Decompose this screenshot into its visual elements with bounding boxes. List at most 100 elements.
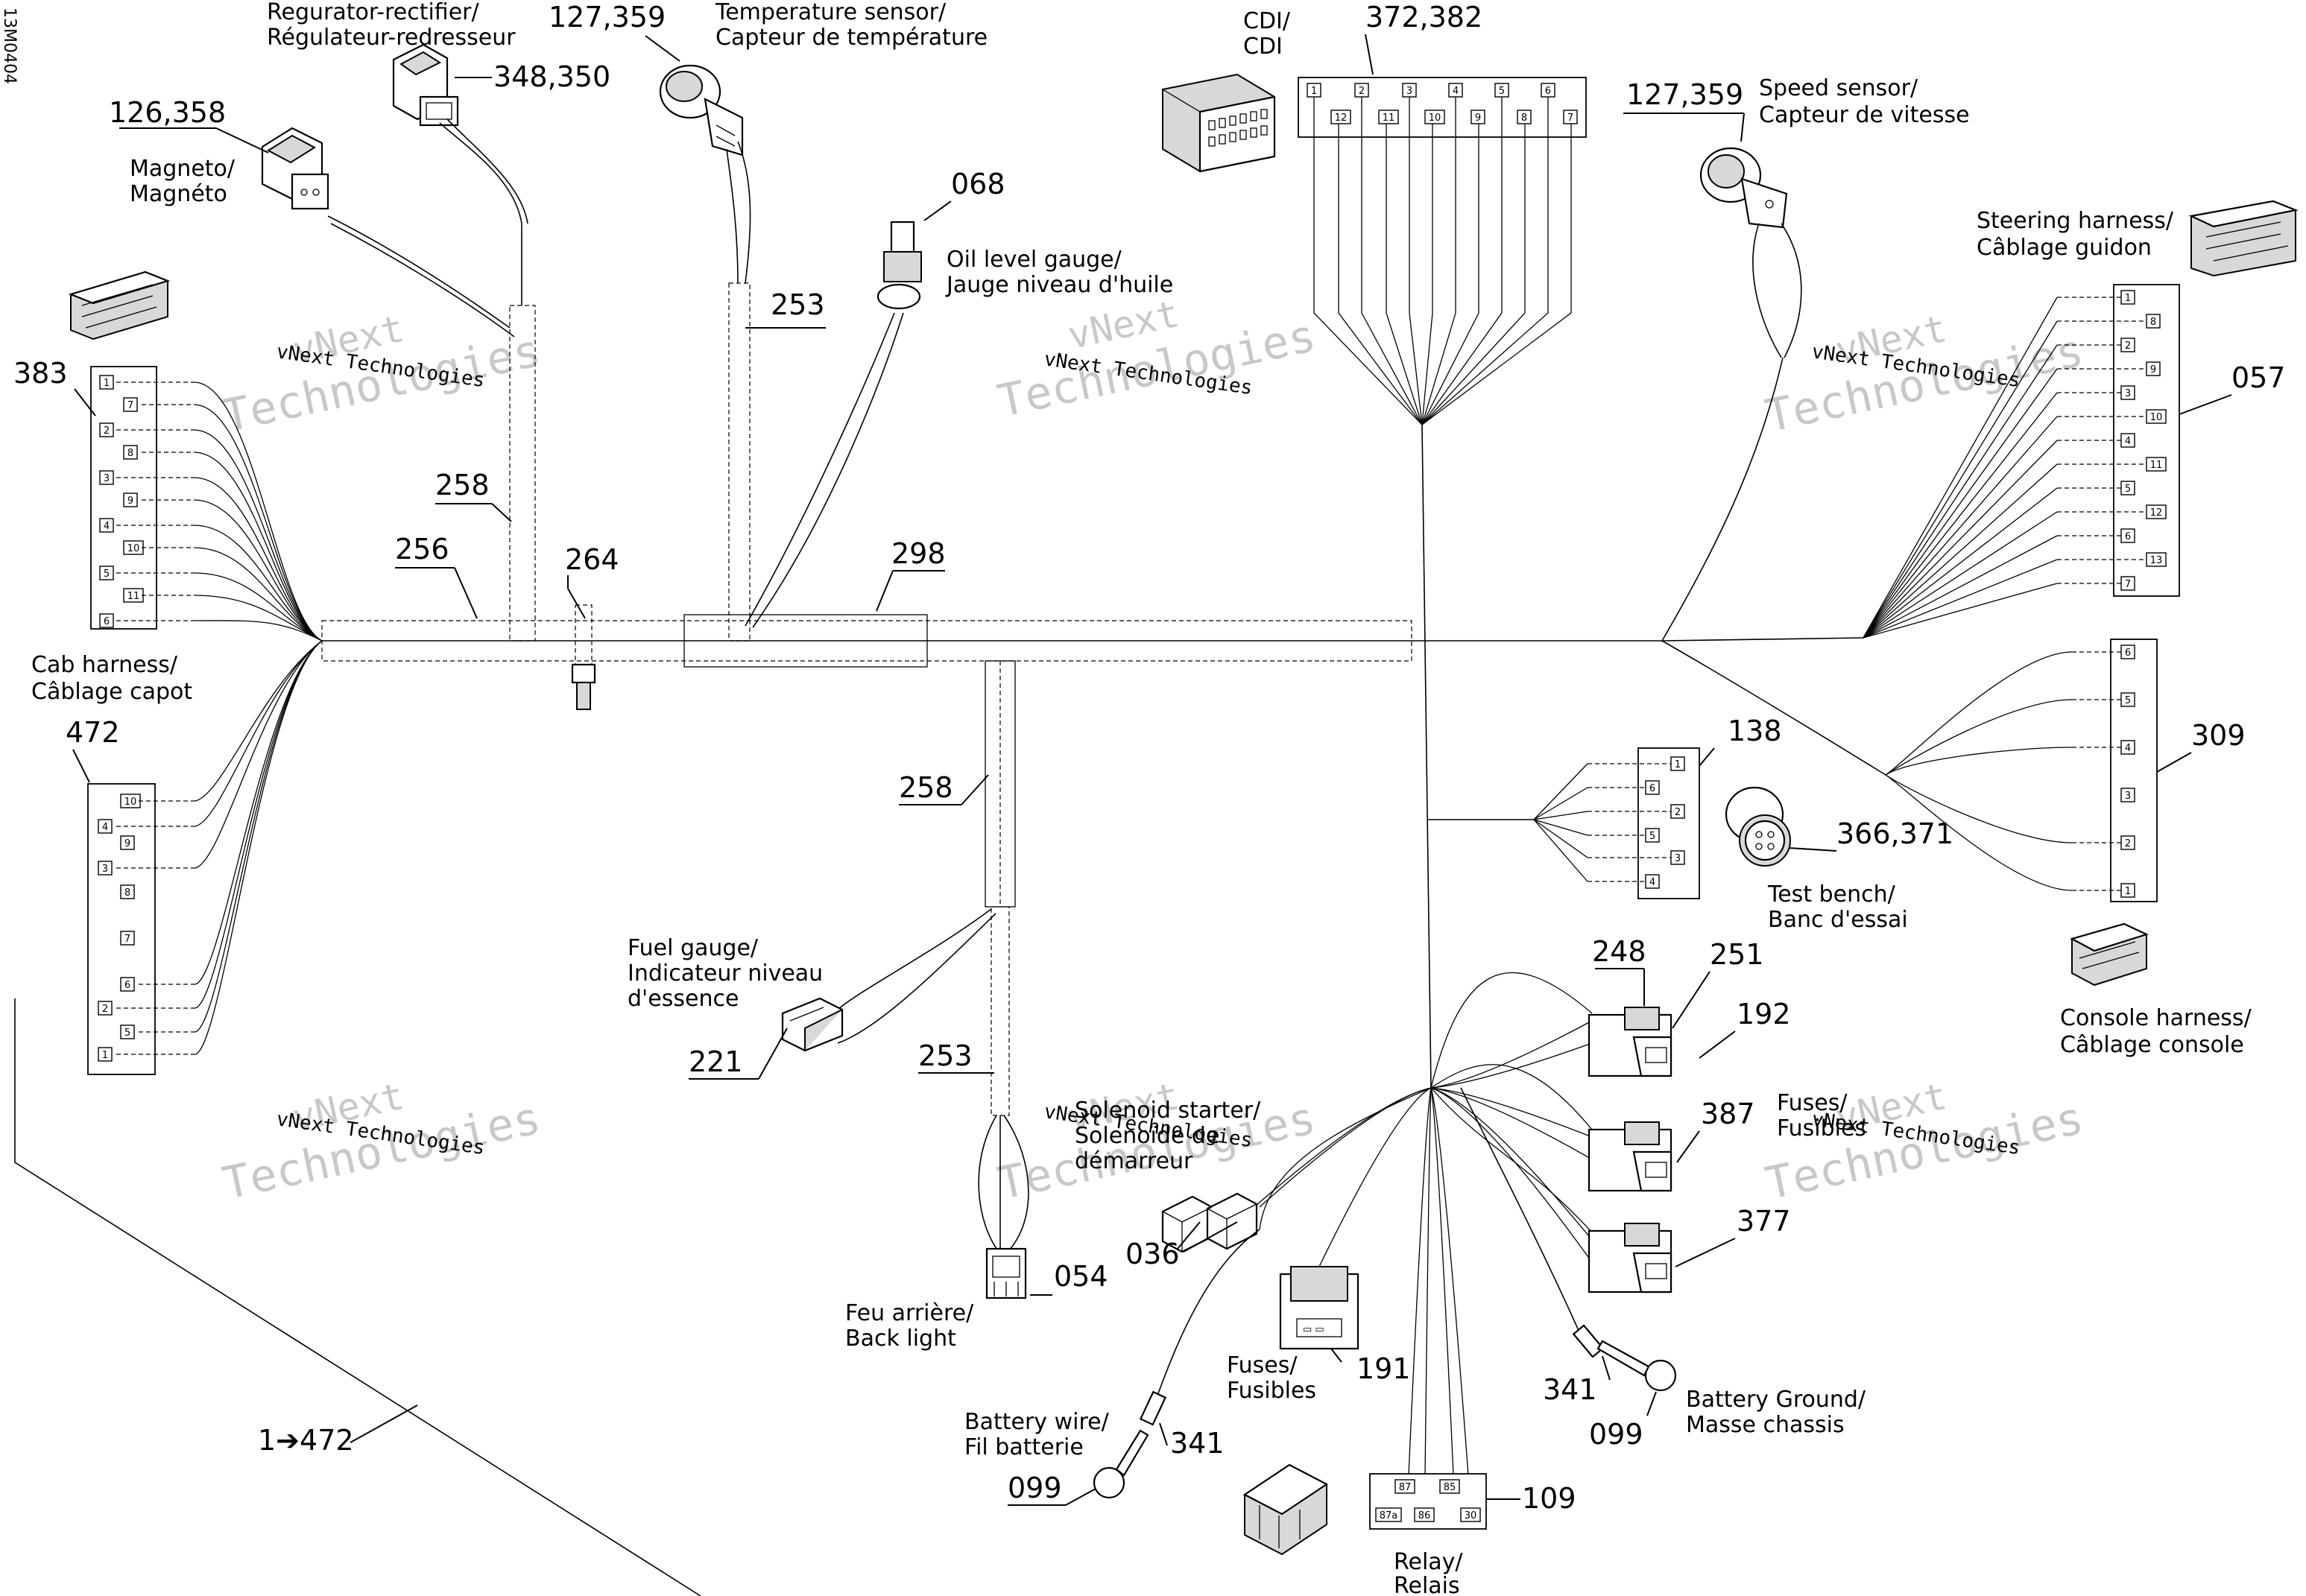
pin: 4 [99, 518, 114, 533]
wire [1430, 1064, 1593, 1130]
cdi-pin-hole [1229, 132, 1236, 142]
svg-text:1: 1 [102, 1050, 108, 1061]
wire [195, 640, 323, 1009]
fuses-bottom-label: Fuses/ Fusibles [1227, 1352, 1316, 1404]
leader-range [350, 1405, 418, 1443]
wire [1533, 819, 1588, 858]
svg-text:6: 6 [124, 980, 130, 991]
leader-256-b [454, 567, 478, 619]
cdi-pin-hole [1239, 130, 1247, 140]
svg-text:6: 6 [2125, 531, 2131, 542]
cab-harness-wires [193, 381, 323, 1055]
wire [1421, 97, 1503, 425]
wire [193, 477, 323, 642]
svg-text:9: 9 [124, 838, 130, 849]
svg-text:2: 2 [1359, 86, 1365, 97]
wire [1863, 535, 2058, 639]
wire [193, 429, 323, 642]
leader-191 [1330, 1348, 1342, 1363]
svg-text:30: 30 [1465, 1510, 1477, 1521]
svg-text:Câblage capot: Câblage capot [31, 679, 192, 705]
svg-text:Jauge niveau d'huile: Jauge niveau d'huile [945, 272, 1173, 298]
battery-wire-label: Battery wire/ Fil batterie [964, 1409, 1110, 1460]
wire [1863, 463, 2058, 639]
wire [1430, 972, 1593, 1089]
svg-text:2: 2 [1675, 807, 1681, 818]
wire [1421, 124, 1526, 425]
svg-text:Battery wire/: Battery wire/ [964, 1409, 1110, 1435]
svg-text:87a: 87a [1380, 1510, 1398, 1521]
svg-text:6: 6 [1545, 86, 1551, 97]
wire [1430, 1020, 1593, 1089]
svg-text:11: 11 [127, 591, 140, 602]
svg-text:Fil batterie: Fil batterie [964, 1434, 1084, 1460]
pin: 87 [1394, 1479, 1415, 1494]
svg-text:10: 10 [127, 543, 140, 554]
svg-text:Speed sensor/: Speed sensor/ [1759, 75, 1918, 101]
svg-text:87: 87 [1399, 1482, 1412, 1493]
pin: 1 [2120, 290, 2135, 305]
wire [1430, 1087, 1593, 1160]
fuses-right-label: Fuses/ Fusibles [1777, 1090, 1866, 1141]
leader-341-left [1159, 1422, 1168, 1446]
central-drop-wire [1421, 424, 1432, 1089]
svg-text:3: 3 [2125, 388, 2131, 399]
pin: 9 [120, 835, 135, 850]
svg-text:4: 4 [2125, 743, 2131, 754]
svg-text:Capteur de vitesse: Capteur de vitesse [1759, 102, 1970, 128]
svg-text:7: 7 [1567, 113, 1573, 124]
pin: 5 [1494, 83, 1509, 98]
callout-248: 248 [1592, 935, 1646, 968]
leader-377 [1675, 1238, 1736, 1267]
relay-icon [1242, 1463, 1329, 1556]
test-bench-connector-icon [1725, 786, 1791, 867]
svg-text:Câblage console: Câblage console [2060, 1032, 2244, 1058]
wire [193, 452, 323, 642]
wire [1863, 344, 2058, 639]
svg-text:4: 4 [1649, 877, 1655, 888]
callout-366-371: 366,371 [1836, 817, 1953, 850]
leader-temp [645, 35, 680, 62]
pin: 4 [1448, 83, 1463, 98]
connector-264 [571, 604, 596, 710]
speed-sensor-connector-icon [1699, 147, 1788, 229]
pin: 5 [120, 1025, 135, 1039]
wire [1430, 1087, 1593, 1263]
leader-258-mid-b [961, 774, 989, 805]
svg-text:5: 5 [124, 1027, 130, 1039]
pin: 2 [1354, 83, 1369, 98]
wire [1863, 297, 2058, 639]
pin: 4 [2120, 740, 2135, 755]
svg-text:2: 2 [2125, 838, 2131, 849]
svg-text:Fuses/: Fuses/ [1777, 1090, 1848, 1116]
svg-text:Steering harness/: Steering harness/ [1977, 208, 2174, 234]
svg-text:1: 1 [2125, 293, 2131, 304]
oil-level-gauge: 068 Oil level gauge/ Jauge niveau d'huil… [745, 168, 1173, 628]
leader-383 [74, 388, 96, 417]
svg-text:Relay/: Relay/ [1394, 1549, 1463, 1575]
callout-264: 264 [565, 543, 619, 576]
pin: 6 [1541, 83, 1555, 98]
wire [193, 595, 323, 642]
svg-text:Solenoid starter/: Solenoid starter/ [1075, 1098, 1261, 1124]
svg-text:1: 1 [2125, 886, 2131, 897]
regulator-connector-icon [392, 43, 459, 127]
wire [1409, 97, 1423, 425]
pin: 3 [98, 861, 113, 875]
wire [1421, 124, 1433, 425]
wire [1533, 763, 1588, 820]
svg-text:CDI: CDI [1243, 34, 1283, 60]
leader-372-382 [1365, 34, 1374, 75]
svg-text:10: 10 [1429, 113, 1441, 124]
pin: 10 [1424, 110, 1445, 124]
svg-text:Temperature sensor/: Temperature sensor/ [715, 0, 947, 25]
pin: 9 [1471, 110, 1485, 124]
pin: 12 [1330, 110, 1351, 124]
svg-text:5: 5 [1649, 831, 1655, 842]
speed-sensor: 127,359 Speed sensor/ Capteur de vitesse [1623, 75, 1970, 358]
svg-text:4: 4 [2125, 436, 2131, 447]
wire [1863, 416, 2058, 639]
